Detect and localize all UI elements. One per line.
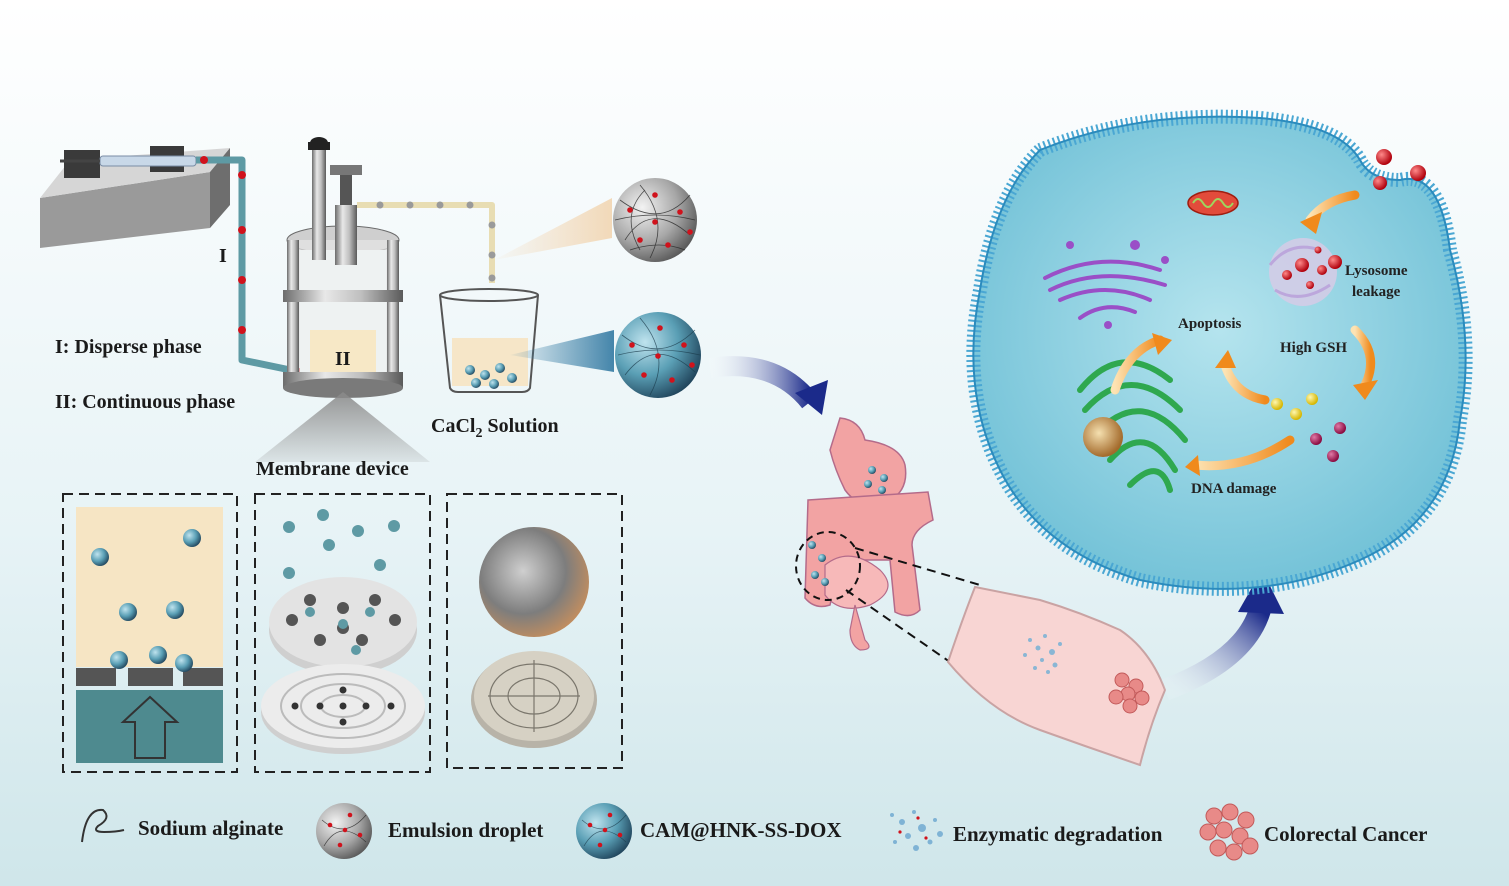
cancer-cell-icon bbox=[966, 109, 1473, 596]
emulsion-droplet-icon bbox=[316, 803, 372, 859]
membrane-photo-box bbox=[446, 493, 623, 769]
legend-label-colorectal-cancer: Colorectal Cancer bbox=[1264, 822, 1428, 846]
zoom-beam-emulsion bbox=[494, 198, 612, 260]
apoptosis-label: Apoptosis bbox=[1178, 316, 1242, 332]
disperse-phase-label: I: Disperse phase bbox=[55, 336, 202, 358]
lysosome-label-line2: leakage bbox=[1352, 284, 1401, 300]
legend-icons bbox=[81, 803, 1259, 861]
uptake-arrow bbox=[1161, 606, 1271, 701]
gastrointestinal-tract-icon bbox=[795, 417, 981, 663]
cam-hnk-ss-dox-icon bbox=[576, 803, 632, 859]
legend-label-cam-hnk-ss-dox: CAM@HNK-SS-DOX bbox=[640, 818, 842, 842]
sodium-alginate-icon bbox=[81, 808, 125, 843]
enzymatic-degradation-icon bbox=[890, 810, 943, 851]
colorectal-cancer-icon bbox=[1199, 803, 1259, 861]
high-gsh-label: High GSH bbox=[1280, 340, 1348, 356]
cacl2-beaker-icon bbox=[439, 288, 539, 393]
phase-marker-two: II bbox=[335, 348, 351, 370]
delivery-arrow bbox=[708, 356, 818, 409]
colon-segment-magnified bbox=[946, 585, 1167, 767]
emulsion-droplet-magnified bbox=[613, 178, 697, 262]
tubing bbox=[196, 156, 301, 376]
microsphere-magnified bbox=[615, 312, 701, 398]
continuous-phase-label: II: Continuous phase bbox=[55, 391, 236, 413]
membrane-plates-box bbox=[254, 493, 431, 773]
zoom-beam-microsphere bbox=[510, 330, 614, 372]
membrane-device-icon bbox=[283, 137, 403, 398]
dna-damage-label: DNA damage bbox=[1191, 481, 1277, 497]
membrane-device-label: Membrane device bbox=[256, 458, 409, 480]
lysosome-label-line1: Lysosome bbox=[1345, 263, 1408, 279]
legend-label-enzymatic-degradation: Enzymatic degradation bbox=[953, 822, 1163, 846]
cacl2-solution-label: CaCl2 Solution bbox=[431, 415, 559, 441]
membrane-section-box bbox=[62, 493, 238, 773]
phase-marker-one: I bbox=[219, 245, 227, 267]
legend-label-sodium-alginate: Sodium alginate bbox=[138, 816, 284, 840]
legend-label-emulsion-droplet: Emulsion droplet bbox=[388, 818, 544, 842]
zoom-beam-membrane bbox=[255, 392, 430, 462]
